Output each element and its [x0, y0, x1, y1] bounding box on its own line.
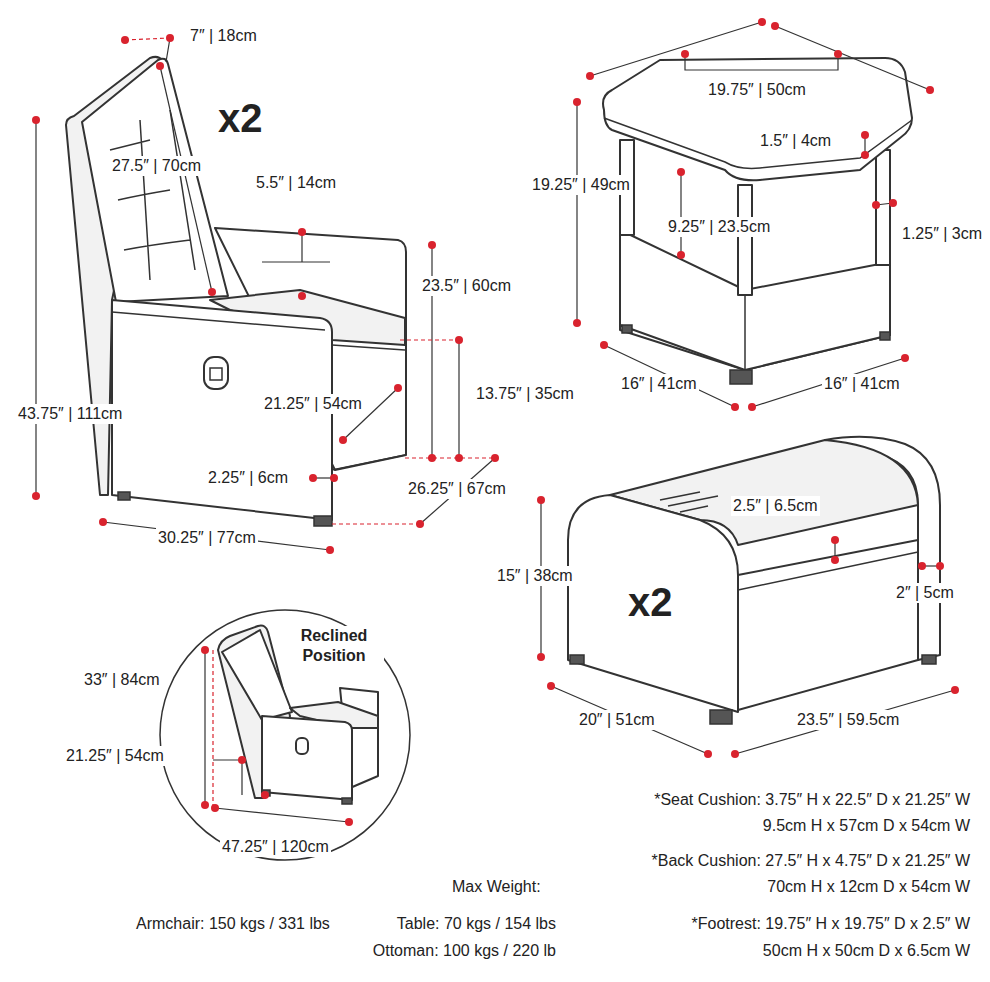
weight-heading: Max Weight: — [450, 877, 543, 897]
dimension-label: 7″ | 18cm — [188, 26, 259, 46]
reclined-view — [160, 610, 410, 860]
armchair-drawing — [66, 57, 406, 526]
dimension-dot — [889, 199, 897, 207]
quantity-label: x2 — [216, 96, 265, 140]
dimension-dot — [428, 241, 436, 249]
dimension-dot — [861, 131, 869, 139]
dimension-dot — [201, 646, 209, 654]
dimension-dot — [326, 546, 334, 554]
view-title: Reclined Position — [284, 626, 384, 666]
spec-note: 70cm H x 12cm D x 54cm W — [765, 877, 972, 897]
dimension-dot — [677, 251, 685, 259]
dimension-dot — [704, 750, 712, 758]
dimension-dot — [831, 556, 839, 564]
dimension-label: 16″ | 41cm — [619, 374, 699, 394]
dimension-label: 1.25″ | 3cm — [900, 224, 984, 244]
dimension-label: 5.5″ | 14cm — [254, 173, 338, 193]
dimension-label: 19.75″ | 50cm — [706, 80, 808, 100]
ottoman-drawing — [568, 437, 940, 724]
spec-note: 50cm H x 50cm D x 6.5cm W — [761, 941, 972, 961]
weight-note: Armchair: 150 kgs / 331 lbs — [134, 914, 332, 934]
dimension-dot — [345, 818, 353, 826]
dimension-dot — [339, 436, 347, 444]
dimension-dot — [208, 288, 216, 296]
dimension-label: 2.25″ | 6cm — [206, 468, 290, 488]
dimension-dot — [831, 536, 839, 544]
dimension-dot — [121, 36, 129, 44]
dimension-label: 9.25″ | 23.5cm — [666, 217, 772, 237]
dimension-dot — [731, 750, 739, 758]
dimension-dot — [586, 72, 594, 80]
dimension-dot — [298, 292, 306, 300]
dimension-dot — [951, 686, 959, 694]
dimension-dot — [677, 168, 685, 176]
spec-note: *Footrest: 19.75″ H x 19.75″ D x 2.5″ W — [690, 914, 972, 934]
dimension-dot — [918, 562, 926, 570]
dimension-dot — [201, 801, 209, 809]
weight-note: Ottoman: 100 kgs / 220 lb — [371, 941, 558, 961]
spec-note: *Back Cushion: 27.5″ H x 4.75″ D x 21.25… — [650, 851, 972, 871]
dimension-label: 33″ | 84cm — [82, 670, 162, 690]
quantity-label: x2 — [626, 580, 675, 624]
dimension-dot — [261, 791, 269, 799]
dimension-dot — [537, 496, 545, 504]
dimension-dot — [731, 403, 739, 411]
dimension-label: 47.25″ | 120cm — [220, 837, 331, 857]
dimension-dot — [748, 403, 756, 411]
dimension-label: 13.75″ | 35cm — [474, 384, 576, 404]
dimension-dot — [309, 474, 317, 482]
dimension-label: 16″ | 41cm — [822, 374, 902, 394]
dimension-dot — [573, 98, 581, 106]
dimension-dot — [537, 653, 545, 661]
dimension-label: 2.5″ | 6.5cm — [731, 496, 820, 516]
dimension-label: 15″ | 38cm — [495, 566, 575, 586]
dimension-label: 23.5″ | 60cm — [420, 276, 513, 296]
dimension-label: 43.75″ | 111cm — [16, 404, 124, 424]
dimension-dot — [758, 18, 766, 26]
dimension-dot — [600, 341, 608, 349]
table-drawing — [603, 58, 912, 384]
dimension-label: 21.25″ | 54cm — [262, 394, 364, 414]
dimension-dots — [32, 18, 959, 826]
dimension-dot — [771, 22, 779, 30]
dimension-dot — [238, 756, 246, 764]
dimension-label: 27.5″ | 70cm — [110, 156, 203, 176]
dimension-dot — [99, 518, 107, 526]
dimension-dot — [573, 319, 581, 327]
dimension-dot — [491, 454, 499, 462]
dimension-dot — [211, 804, 219, 812]
dimension-dot — [394, 384, 402, 392]
dimension-label: 20″ | 51cm — [577, 710, 657, 730]
dimension-dot — [166, 34, 174, 42]
spec-note: 9.5cm H x 57cm D x 54cm W — [761, 816, 972, 836]
dimension-dot — [872, 201, 880, 209]
dimension-dot — [156, 62, 164, 70]
dimension-dot — [926, 86, 934, 94]
dimension-dot — [455, 336, 463, 344]
dimension-dot — [936, 562, 944, 570]
dimension-dot — [32, 492, 40, 500]
spec-note: *Seat Cushion: 3.75″ H x 22.5″ D x 21.25… — [652, 790, 972, 810]
dimension-dot — [901, 354, 909, 362]
dimension-dot — [834, 50, 842, 58]
dimension-label: 23.5″ | 59.5cm — [795, 710, 901, 730]
dimension-dot — [32, 116, 40, 124]
dimension-dot — [455, 454, 463, 462]
dimension-dot — [330, 474, 338, 482]
dimension-dot — [861, 151, 869, 159]
dimension-label: 30.25″ | 77cm — [156, 528, 258, 548]
dimension-dot — [416, 520, 424, 528]
dimension-label: 1.5″ | 4cm — [758, 131, 833, 151]
dimension-label: 26.25″ | 67cm — [406, 479, 508, 499]
weight-note: Table: 70 kgs / 154 lbs — [395, 914, 558, 934]
dimension-dot — [428, 454, 436, 462]
dimension-dot — [298, 228, 306, 236]
dimension-dot — [547, 682, 555, 690]
dimension-lines — [36, 22, 955, 822]
dimension-label: 2″ | 5cm — [894, 583, 956, 603]
dimension-dot — [681, 50, 689, 58]
dimension-label: 21.25″ | 54cm — [64, 746, 166, 766]
dimension-label: 19.25″ | 49cm — [530, 175, 632, 195]
